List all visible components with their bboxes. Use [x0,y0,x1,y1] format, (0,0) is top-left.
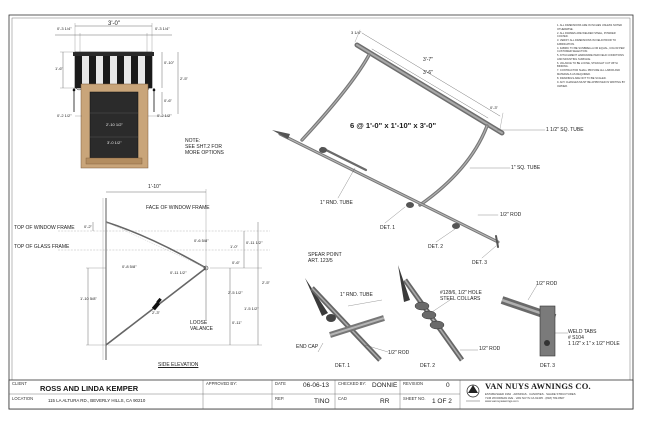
dim-window-lower: 3'-0 1/2" [107,140,122,145]
dim-side-4: 1'-0" [230,244,238,249]
dim-front-right-3: 0'-6" [164,98,172,103]
dim-side-11: 2'-5 1/2" [228,290,243,295]
checked-caption: CHECKED BY: [338,381,367,386]
main-frame-label: 6 @ 1'-0" x 1'-10" x 3'-0" [350,121,437,130]
dim-side-6: 2'-5" [262,280,270,285]
dim-window-upper: 2'-10 1/2" [106,122,123,127]
note-item: 4. FABRIC TO BE SUNBRELLA OR EQUAL, COLO… [557,46,625,54]
note-item: 1. ALL DIMENSIONS ARE IN INCHES UNLESS N… [557,24,623,31]
weld-tabs-label: WELD TABS # S104 1 1/2" x 1" x 1/2" HOLE [568,329,620,347]
title-block-grid [8,379,634,410]
iso-det3-label: DET. 3 [472,260,488,266]
detail-rnd-tube-label: 1" RND. TUBE [340,292,373,298]
iso-dim-left: 3 1/4" [351,30,362,35]
location-caption: LOCATION [12,396,34,401]
iso-dim-3: 0'-3" [490,105,498,110]
side-elevation [58,189,270,360]
awning-stripes [75,55,152,88]
awning-front [74,51,153,89]
dim-front-width: 3'-0" [108,21,120,27]
note-item: 9. ANY CHANGES MUST BE APPROVED IN WRITI… [557,81,626,88]
detail2-rod-label: 1/2" ROD [479,346,501,352]
dim-front-left-height: 1'-6" [55,66,63,71]
rep-caption: REP. [275,396,285,401]
cad-value: RR [380,398,390,405]
dim-front-right-small: 0'-3 1/4" [155,26,170,31]
right-arm [418,124,489,207]
iso-dim-2: 3'-6" [423,70,433,76]
detail-1 [305,278,389,362]
dim-side-3: 0'-11 1/2" [170,270,187,275]
revision-caption: REVISION [403,381,424,386]
note-item: 5. ATTACHMENT HARDWARE PER FIELD CONDITI… [557,54,624,61]
dim-side-8: 1'-10 5/8" [80,296,97,301]
dim-side-2: 0'-8 5/8" [122,264,137,269]
note-item: 7. CONTRACTOR SHALL PROVIDE ALL LABOR AN… [557,69,621,77]
company-info: ESTABLISHED 1962 · AWNINGS · CANOPIES · … [485,392,576,403]
awning-profile [105,221,207,269]
sq-tube-small-label: 1" SQ. TUBE [511,165,541,171]
approved-caption: APPROVED BY: [206,381,237,386]
location-address: 115 LA ALTURA RD., BEVERLY HILLS, CA 902… [48,398,146,403]
dim-front-right-1: 0'-10" [164,60,175,65]
dim-side-5: 0'-11 1/2" [246,240,263,245]
general-notes: 1. ALL DIMENSIONS ARE IN INCHES UNLESS N… [557,24,627,89]
iso-frame [272,29,546,259]
checked-value: DONNIE [372,382,398,389]
client-name: ROSS AND LINDA KEMPER [40,384,139,393]
detail1-rod-label: 1/2" ROD [388,350,410,356]
dim-side-10: 0'-11" [232,320,242,325]
detail2-caption: DET. 2 [420,363,436,369]
dim-side-angle: 2'-3" [152,310,160,315]
note-item: 3. VERIFY ALL DIMENSIONS IN FIELD PRIOR … [557,39,616,46]
note-item: 6. VALANCE TO BE LOOSE, STRAIGHT CUT WIT… [557,61,618,69]
window [89,91,139,159]
sheet-value: 1 OF 2 [432,398,452,405]
cad-caption: CAD [338,396,347,401]
dim-side-1: 0'-6 5/8" [194,238,209,243]
top-of-glass-frame-label: TOP OF GLASS FRAME [14,244,70,250]
side-elevation-caption: SIDE ELEVATION [158,362,199,368]
dim-side-small-top: 0'-2" [84,224,92,229]
loose-valance-label: LOOSE VALANCE [190,320,213,332]
iso-rod-label: 1/2" ROD [500,212,522,218]
spear-point-label: SPEAR POINT ART. 123/5 [308,252,342,264]
dim-front-bottom-right: 0'-2 1/2" [157,113,172,118]
date-caption: DATE [275,381,286,386]
rep-value: TINO [314,398,330,405]
detail-2 [398,265,478,362]
rnd-tube-label: 1" RND. TUBE [320,200,353,206]
detail1-caption: DET. 1 [335,363,351,369]
dim-front-right-2: 2'-5" [180,76,188,81]
note-item: 2. ALL FRAMES ARE WELDED STEEL, POWDER C… [557,31,616,39]
detail3-rod-label: 1/2" ROD [536,281,558,287]
iso-dim-1: 3'-7" [423,57,433,63]
note-item: 8. DRAWINGS ARE NOT TO BE SCALED. [557,77,607,81]
top-of-window-frame-label: TOP OF WINDOW FRAME [14,225,75,231]
company-name: VAN NUYS AWNINGS CO. [485,381,591,391]
sq-tube-large-label: 1 1/2" SQ. TUBE [546,127,584,133]
iso-det1-label: DET. 1 [380,225,396,231]
client-caption: CLIENT [12,381,27,386]
face-of-window-frame-label: FACE OF WINDOW FRAME [146,205,210,211]
dim-side-9: 1'-5 1/2" [244,306,259,311]
note-see-sheet-2: NOTE: SEE SHT.2 FOR MORE OPTIONS [185,138,224,156]
dim-side-top-width: 1'-10" [148,184,161,190]
revision-value: 0 [446,382,450,389]
dim-front-bottom-left: 0'-2 1/2" [57,113,72,118]
dim-side-7: 0'-6" [232,260,240,265]
end-cap-label: END CAP [296,344,319,350]
date-value: 06-06-13 [303,382,330,389]
front-view [55,23,179,169]
collars-label: #128/6, 1/2" HOLE STEEL COLLARS [440,290,482,302]
dim-front-left-small: 0'-3 1/4" [57,26,72,31]
detail-3 [500,284,568,357]
detail3-caption: DET. 3 [540,363,556,369]
sheet-caption: SHEET NO. [403,396,426,401]
iso-det2-label: DET. 2 [428,244,444,250]
